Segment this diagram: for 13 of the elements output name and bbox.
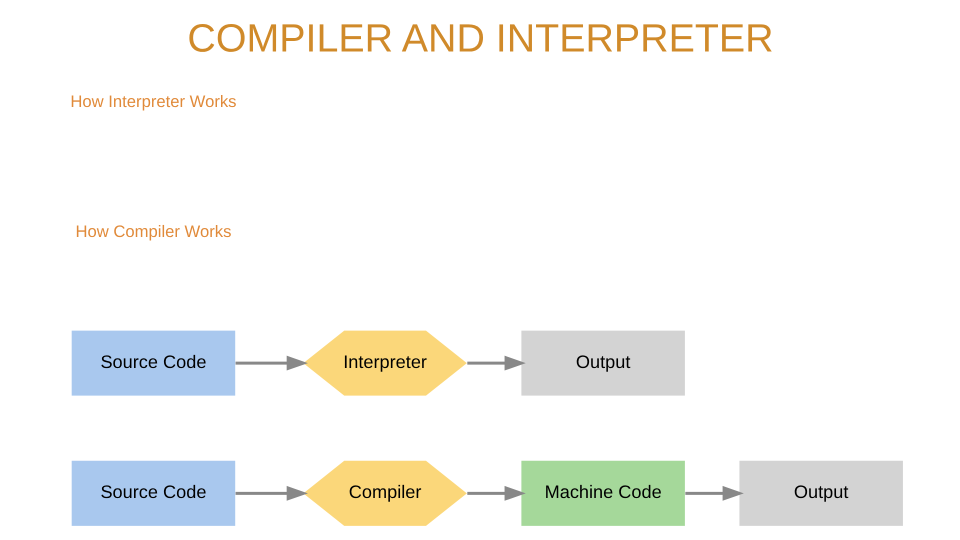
- node-box: Source Code: [71, 460, 235, 526]
- node-box: Output: [520, 330, 684, 396]
- arrow: [235, 356, 308, 371]
- arrow: [466, 356, 526, 371]
- label: How Compiler Works: [74, 222, 231, 242]
- node-box: Output: [738, 460, 902, 526]
- label: How Interpreter Works: [70, 92, 236, 111]
- arrow: [235, 486, 308, 501]
- node-box: Source Code: [71, 330, 235, 396]
- diagram-title: COMPILER AND INTERPRETER: [186, 16, 774, 61]
- arrow: [466, 486, 526, 501]
- arrow: [684, 486, 744, 501]
- node-box: Machine Code: [520, 460, 684, 526]
